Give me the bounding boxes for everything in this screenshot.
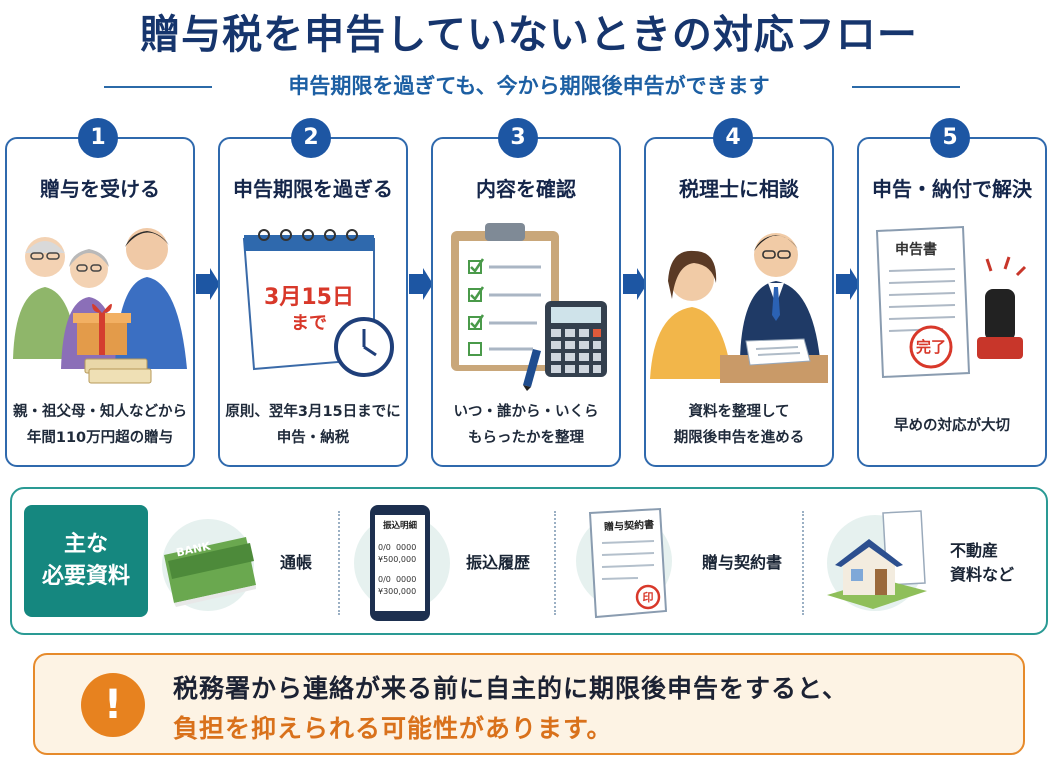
- subtitle-divider-left: [104, 86, 212, 88]
- smartphone-icon: [354, 505, 450, 621]
- page-title: 贈与税を申告していないときの対応フロー: [140, 12, 918, 58]
- doc-real-estate-label-line-1: 不動産: [950, 541, 999, 560]
- arrow-right-icon: [409, 268, 433, 300]
- divider: [802, 511, 804, 615]
- step-4-number: 4: [713, 118, 753, 158]
- notice-box: ! 税務署から連絡が来る前に自主的に期限後申告をすると、 負担を抑えられる可能性…: [33, 653, 1025, 755]
- step-2-desc-line-1: 原則、翌年3月15日までに: [225, 404, 401, 420]
- required-documents-panel: 主な 必要資料 BANK 通帳 振込明細 0/0 0000 ¥500,000 0…: [10, 487, 1048, 635]
- step-5-desc-line-1: 早めの対応が大切: [894, 418, 1010, 434]
- arrow-right-icon: [836, 268, 860, 300]
- subtitle-divider-right: [852, 86, 960, 88]
- arrow-right-icon: [623, 268, 647, 300]
- step-5-title: 申告・納付で解決: [872, 177, 1032, 201]
- doc-bankbook-label: 通帳: [280, 553, 313, 572]
- calendar-until: まで: [291, 313, 327, 334]
- house-icon: [827, 510, 927, 611]
- step-3-description: いつ・誰から・いくら もらったかを整理: [433, 399, 619, 451]
- arrow-right-icon: [196, 268, 220, 300]
- seal-stamp: 印: [642, 591, 654, 604]
- bankbook-icon: [162, 519, 256, 611]
- step-4-description: 資料を整理して 期限後申告を進める: [646, 399, 832, 451]
- doc-real-estate: 不動産 資料など: [816, 499, 1042, 625]
- phone-row-1-date: 0/0 0000: [378, 543, 417, 552]
- phone-title: 振込明細: [382, 521, 417, 531]
- step-3-desc-line-1: いつ・誰から・いくら: [453, 404, 599, 420]
- step-4-desc-line-1: 資料を整理して: [688, 404, 790, 420]
- required-documents-label: 主な 必要資料: [24, 505, 148, 617]
- step-4-desc-line-2: 期限後申告を進める: [673, 430, 805, 446]
- family-gift-illustration: [13, 228, 187, 384]
- clipboard-checklist-illustration: [451, 223, 607, 391]
- step-5-description: 早めの対応が大切: [859, 413, 1045, 439]
- divider: [554, 511, 556, 615]
- step-1-description: 親・祖父母・知人などから 年間110万円超の贈与: [7, 399, 193, 451]
- exclamation-icon: !: [81, 673, 145, 737]
- step-1-desc-line-2: 年間110万円超の贈与: [26, 430, 174, 446]
- step-3-number: 3: [498, 118, 538, 158]
- doc-transfer-history: 振込明細 0/0 0000 ¥500,000 0/0 0000 ¥300,000…: [348, 499, 538, 625]
- phone-row-2-amount: ¥300,000: [378, 587, 417, 596]
- docs-label-line-2: 必要資料: [41, 564, 130, 589]
- step-2-description: 原則、翌年3月15日までに 申告・納税: [220, 399, 406, 451]
- step-4-title: 税理士に相談: [679, 177, 799, 201]
- step-4-card: 税理士に相談 資料を整理して 期限後申告を進める: [644, 137, 834, 467]
- tax-return-complete-illustration: 申告書 完了: [863, 209, 1041, 391]
- tax-consultation-illustration: [650, 233, 828, 383]
- phone-row-1-amount: ¥500,000: [378, 555, 417, 564]
- notice-line-1: 税務署から連絡が来る前に自主的に期限後申告をすると、: [173, 674, 849, 703]
- document-stamp-icon: [875, 225, 1027, 379]
- step-5-card: 申告・納付で解決 申告書 完了 早めの対応が大切: [857, 137, 1047, 467]
- doc-transfer-history-label: 振込履歴: [466, 553, 531, 572]
- phone-row-2-date: 0/0 0000: [378, 575, 417, 584]
- form-title: 申告書: [895, 242, 937, 258]
- doc-gift-contract: 贈与契約書 印 贈与契約書: [568, 499, 796, 625]
- step-2-title: 申告期限を過ぎる: [233, 177, 393, 201]
- step-3-title: 内容を確認: [476, 177, 576, 201]
- docs-label-line-1: 主な: [63, 532, 108, 557]
- divider: [338, 511, 340, 615]
- calendar-date: 3月15日: [264, 285, 354, 310]
- complete-stamp: 完了: [915, 338, 946, 356]
- calendar-icon: [242, 229, 394, 377]
- page-subtitle: 申告期限を過ぎても、今から期限後申告ができます: [288, 74, 770, 98]
- subtitle-row: 申告期限を過ぎても、今から期限後申告ができます: [0, 70, 1058, 100]
- step-1-title: 贈与を受ける: [40, 177, 160, 201]
- notice-line-2: 負担を抑えられる可能性があります。: [173, 714, 613, 743]
- doc-bankbook: BANK 通帳: [158, 499, 334, 625]
- step-2-number: 2: [291, 118, 331, 158]
- step-1-number: 1: [78, 118, 118, 158]
- doc-real-estate-label-line-2: 資料など: [950, 565, 1015, 584]
- step-2-desc-line-2: 申告・納税: [276, 430, 350, 446]
- step-3-card: 内容を確認 いつ・誰から・いくら もらったかを整理: [431, 137, 621, 467]
- contract-title: 贈与契約書: [603, 519, 655, 534]
- doc-gift-contract-label: 贈与契約書: [702, 553, 783, 572]
- step-1-desc-line-1: 親・祖父母・知人などから: [13, 404, 187, 420]
- step-5-number: 5: [930, 118, 970, 158]
- contract-document-icon: [576, 507, 672, 619]
- step-3-desc-line-2: もらったかを整理: [468, 430, 584, 446]
- step-2-card: 申告期限を過ぎる 3月15日 まで 原則、翌年3月15日までに 申告・納税: [218, 137, 408, 467]
- doc-real-estate-label: 不動産 資料など: [950, 539, 1014, 587]
- step-1-card: 贈与を受ける 親・祖父母・知人などから 年間110万円超の贈与: [5, 137, 195, 467]
- calendar-illustration: 3月15日 まで: [224, 209, 402, 391]
